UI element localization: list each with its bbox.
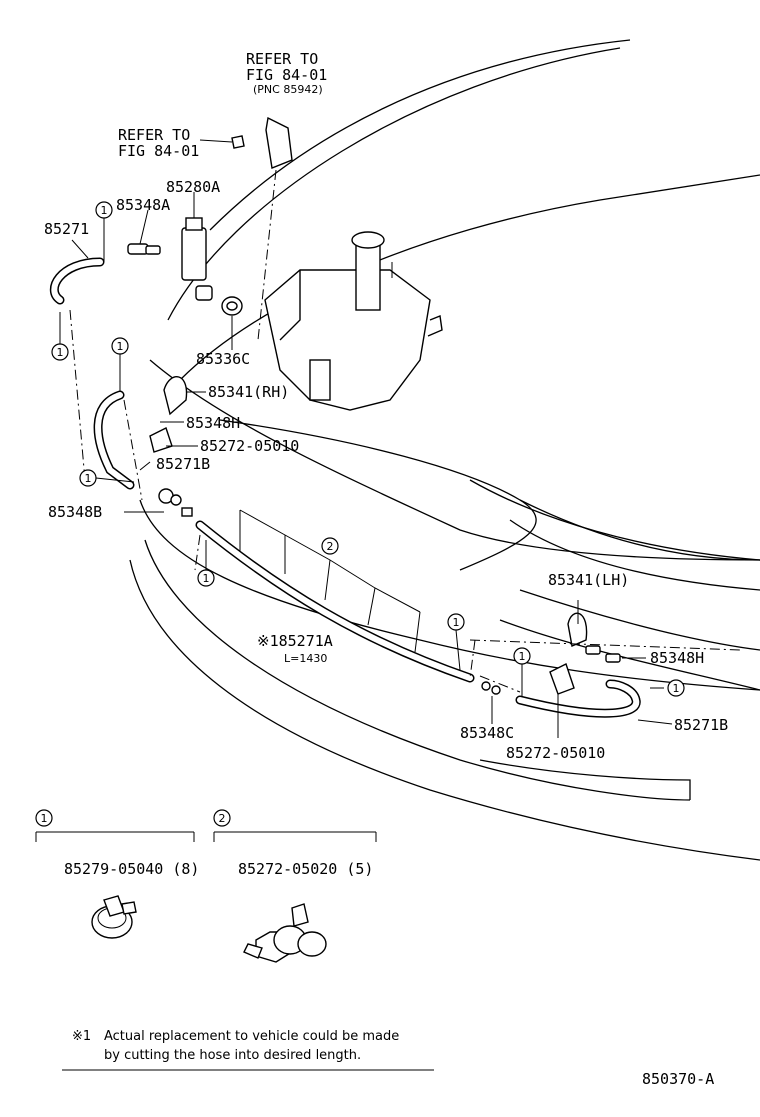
svg-text:1: 1 — [453, 616, 460, 629]
footnote-mark: ※1 — [72, 1029, 91, 1044]
label-85336C: 85336C — [196, 350, 250, 368]
hose-85271 — [49, 239, 105, 481]
callout-markers: 1 1 1 1 1 2 1 1 1 — [51, 201, 685, 697]
refer-to-left: REFER TO — [118, 126, 190, 144]
label-85341-lh: 85341(LH) — [548, 571, 629, 589]
pnc-upper: (PNC 85942) — [253, 83, 323, 96]
label-85271B-right: 85271B — [674, 716, 728, 734]
nozzle-rh — [149, 376, 188, 453]
connector-85348C — [481, 681, 501, 724]
bracket-ref — [231, 116, 293, 341]
legend-part-1: 85279-05040 (8) — [64, 860, 199, 878]
leader-lines — [124, 139, 233, 513]
hose-85271B-right — [479, 600, 673, 738]
legend-item-1: 1 85279-05040 (8) — [35, 809, 199, 939]
svg-text:1: 1 — [203, 572, 210, 585]
svg-text:1: 1 — [117, 340, 124, 353]
figure-id: 850370-A — [642, 1070, 714, 1088]
svg-text:1: 1 — [519, 650, 526, 663]
label-85272-left: 85272-05010 — [200, 437, 299, 455]
label-85271B-left: 85271B — [156, 455, 210, 473]
label-85271: 85271 — [44, 220, 89, 238]
svg-text:1: 1 — [41, 812, 48, 825]
fig-left: FIG 84-01 — [118, 142, 199, 160]
fig-upper: FIG 84-01 — [246, 66, 327, 84]
label-85272-right: 85272-05010 — [506, 744, 605, 762]
washer-pump — [181, 208, 213, 301]
svg-text:1: 1 — [673, 682, 680, 695]
footnote-line-1: Actual replacement to vehicle could be m… — [104, 1029, 399, 1044]
routing-lines — [123, 399, 741, 651]
svg-text:2: 2 — [327, 540, 334, 553]
hose-clip-icon — [243, 903, 327, 963]
hose-85271A — [194, 509, 476, 683]
svg-text:1: 1 — [85, 472, 92, 485]
connector-85348B — [158, 488, 193, 517]
label-85271A: ※185271A — [257, 632, 333, 650]
hose-clamp-icon — [91, 895, 137, 939]
grommet-85336C — [221, 296, 243, 350]
label-85280A: 85280A — [166, 178, 220, 196]
hose-85271B-left — [93, 390, 135, 490]
label-85348C: 85348C — [460, 724, 514, 742]
label-length: L=1430 — [284, 652, 327, 665]
footnote: ※1 Actual replacement to vehicle could b… — [62, 1029, 434, 1071]
connector-85348A — [127, 209, 161, 255]
label-85348B: 85348B — [48, 503, 102, 521]
legend-part-2: 85272-05020 (5) — [238, 860, 373, 878]
svg-text:1: 1 — [101, 204, 108, 217]
legend-item-2: 2 85272-05020 (5) — [213, 809, 377, 963]
svg-text:1: 1 — [57, 346, 64, 359]
refer-to-upper: REFER TO — [246, 50, 318, 68]
vehicle-body-outline — [129, 39, 760, 861]
label-85341-rh: 85341(RH) — [208, 383, 289, 401]
label-85348H-left: 85348H — [186, 414, 240, 432]
part-labels: REFER TO FIG 84-01 (PNC 85942) REFER TO … — [44, 50, 728, 762]
label-85348H-right: 85348H — [650, 649, 704, 667]
washer-tank — [264, 231, 443, 411]
svg-text:2: 2 — [219, 812, 226, 825]
footnote-line-2: by cutting the hose into desired length. — [104, 1048, 361, 1063]
label-85348A: 85348A — [116, 196, 170, 214]
